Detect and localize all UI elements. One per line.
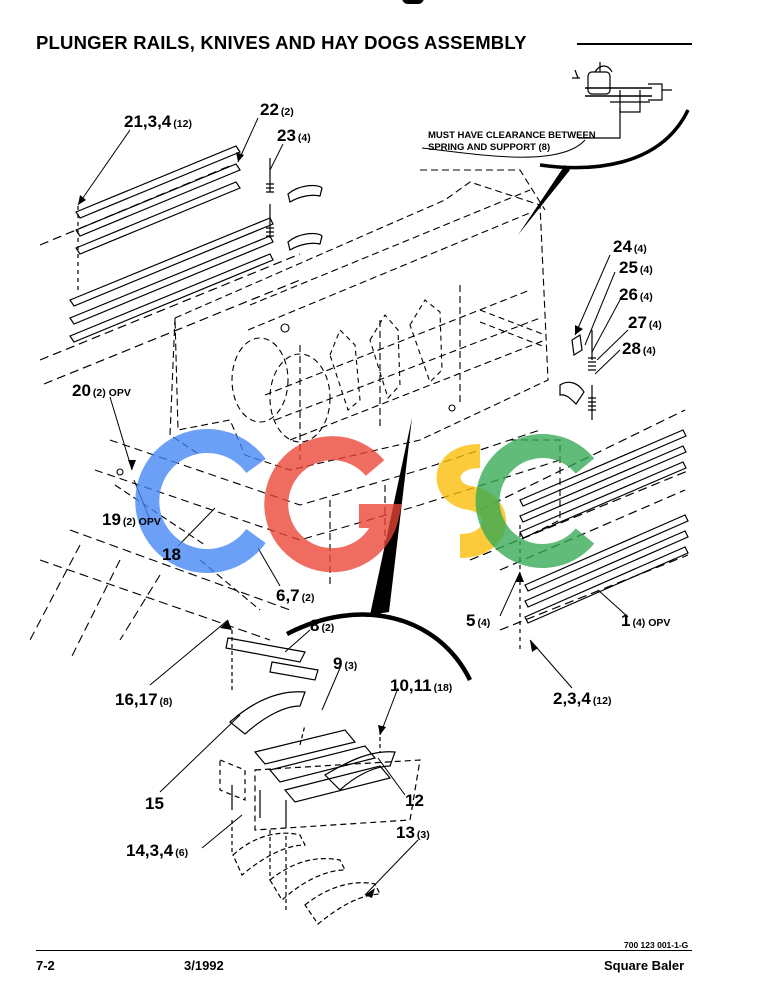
detail-callout-line	[421, 139, 586, 158]
callout-14-3-4: 14,3,4(6)	[126, 841, 189, 860]
spring-assemblies	[266, 158, 596, 420]
upper-left-rail-set	[39, 145, 301, 385]
detail-inset	[572, 62, 672, 139]
callout-21-3-4: 21,3,4(12)	[124, 112, 192, 131]
callout-9: 9(3)	[333, 654, 358, 673]
callout-15: 15	[145, 794, 164, 813]
callout-8: 8(2)	[310, 616, 335, 635]
callout-20: 20(2) OPV	[72, 381, 131, 400]
page-number: 7-2	[36, 958, 55, 973]
callout-27: 27(4)	[628, 313, 662, 332]
callout-23: 23(4)	[277, 126, 311, 145]
callout-10-11: 10,11(18)	[390, 676, 453, 695]
callout-16-17: 16,17(8)	[115, 690, 173, 709]
callout-25: 25(4)	[619, 258, 653, 277]
callout-2-3-4: 2,3,4(12)	[553, 689, 612, 708]
product-name: Square Baler	[604, 958, 685, 973]
watermark-letter-c	[475, 434, 595, 568]
clearance-note-line-2: SPRING AND SUPPORT (8)	[428, 142, 551, 153]
page-title: PLUNGER RAILS, KNIVES AND HAY DOGS ASSEM…	[36, 32, 527, 53]
callout-12: 12	[405, 791, 424, 810]
lead-arrow-heads	[78, 152, 583, 898]
callout-6-7: 6,7(2)	[276, 586, 315, 605]
detail-wedge-upper	[518, 165, 570, 235]
callout-26: 26(4)	[619, 285, 653, 304]
detail-bubble-arc	[285, 612, 473, 681]
detail-bubble-arc-upper	[539, 109, 690, 170]
watermark-letter-g	[264, 436, 402, 573]
knives-and-dogs	[219, 630, 421, 925]
right-rail-set	[469, 409, 691, 650]
callout-5: 5(4)	[466, 611, 491, 630]
callout-19: 19(2) OPV	[102, 510, 161, 529]
title-rule	[577, 43, 692, 45]
drawing-number: 700 123 001-1-G	[624, 940, 689, 950]
watermark-letter-c	[135, 429, 266, 573]
callout-22: 22(2)	[260, 100, 294, 119]
clearance-note: MUST HAVE CLEARANCE BETWEEN SPRING AND S…	[428, 130, 596, 154]
callout-24: 24(4)	[613, 237, 647, 256]
callout-13: 13(3)	[396, 823, 430, 842]
callout-18: 18	[162, 545, 181, 564]
revision-date: 3/1992	[184, 958, 224, 973]
clearance-note-line-1: MUST HAVE CLEARANCE BETWEEN	[428, 130, 596, 141]
callout-28: 28(4)	[622, 339, 656, 358]
footer-rule	[36, 950, 692, 951]
callout-1: 1(4) OPV	[621, 611, 671, 630]
header-fragment	[402, 0, 424, 4]
